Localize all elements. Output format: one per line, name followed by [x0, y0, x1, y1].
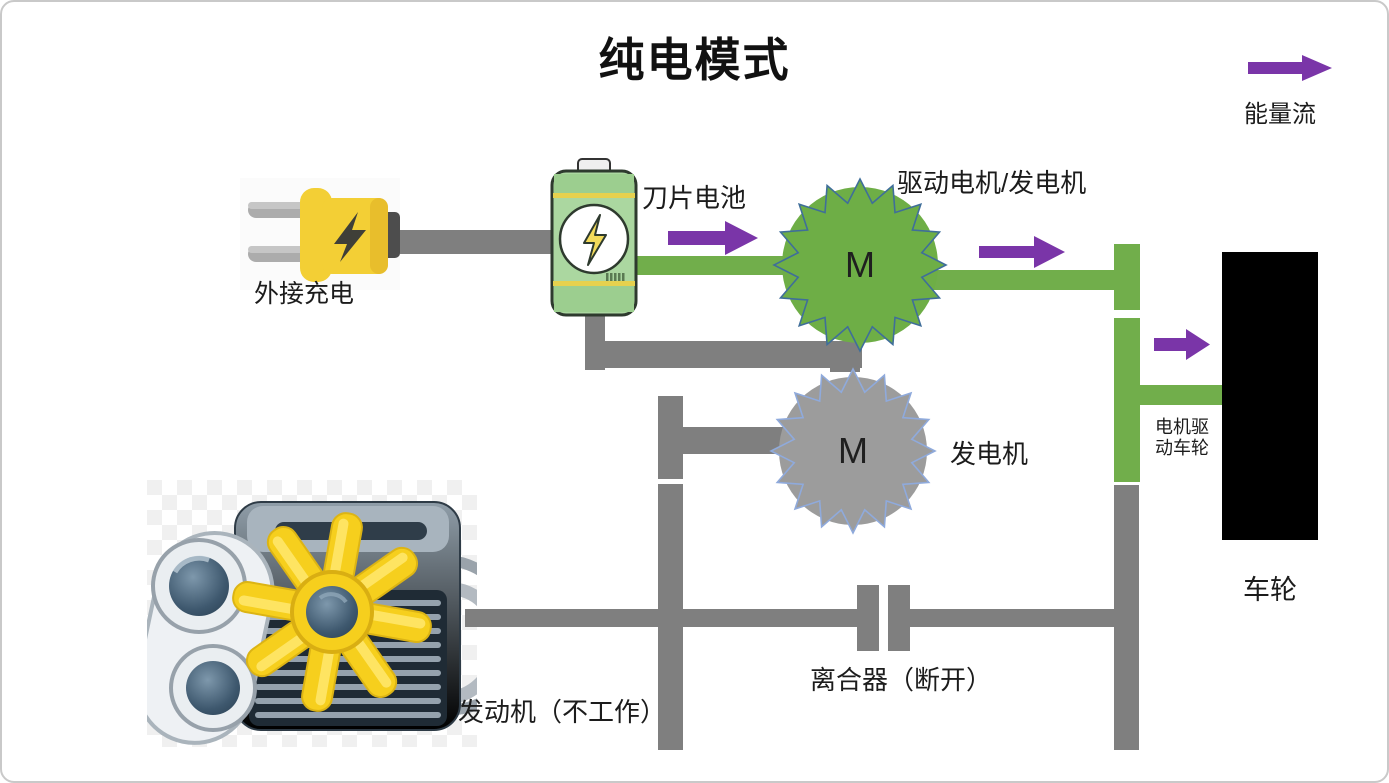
drive-motor-gear — [772, 177, 948, 353]
wheel-drive-note-line1: 电机驱 — [1155, 417, 1209, 437]
pulley-top — [151, 538, 247, 634]
wheel-drive-note-line2: 动车轮 — [1155, 438, 1209, 458]
battery-icon — [550, 158, 638, 317]
clutch-wheel-link — [910, 609, 1114, 627]
clutch-plate-right — [888, 585, 910, 651]
engine-label: 发动机（不工作） — [458, 697, 667, 727]
left-shaft-upper — [658, 396, 683, 479]
wheel-label: 车轮 — [1243, 575, 1297, 605]
pulley-bottom — [169, 644, 257, 732]
generator-symbol: M — [838, 430, 868, 471]
wheel-drive-link — [1140, 385, 1222, 405]
generator-label: 发电机 — [950, 439, 1029, 469]
green-vertical-upper — [1114, 244, 1140, 310]
legend-energy-arrow-icon — [1248, 55, 1332, 81]
battery-label: 刀片电池 — [642, 183, 747, 213]
motor-stub-link — [830, 342, 860, 372]
charging-label: 外接充电 — [254, 280, 355, 308]
engine-clutch-link — [465, 609, 857, 627]
battery-motor-power-link — [634, 256, 824, 275]
wheel-drive-note: 电机驱 动车轮 — [1155, 417, 1209, 459]
clutch-plate-left — [857, 585, 879, 651]
battery-motor-horizontal-link — [585, 341, 862, 368]
fan — [232, 512, 432, 712]
charging-plug-icon — [240, 178, 400, 290]
cable-plug-to-battery — [392, 230, 562, 254]
energy-arrow-axle-to-wheel — [1154, 329, 1210, 360]
energy-arrow-battery-to-motor — [668, 221, 758, 255]
page-title: 纯电模式 — [598, 34, 791, 86]
motor-output-link — [902, 270, 1140, 290]
generator-gear — [769, 367, 937, 535]
clutch-label: 离合器（断开） — [810, 665, 993, 695]
energy-arrow-motor-to-axle — [979, 236, 1065, 268]
right-shaft — [1114, 485, 1139, 750]
drive-motor-symbol: M — [845, 244, 875, 285]
drive-motor-label: 驱动电机/发电机 — [897, 168, 1087, 198]
wheel-block — [1222, 252, 1318, 540]
green-vertical-lower — [1114, 318, 1140, 482]
engine-icon — [147, 480, 477, 747]
legend-label: 能量流 — [1244, 101, 1316, 128]
